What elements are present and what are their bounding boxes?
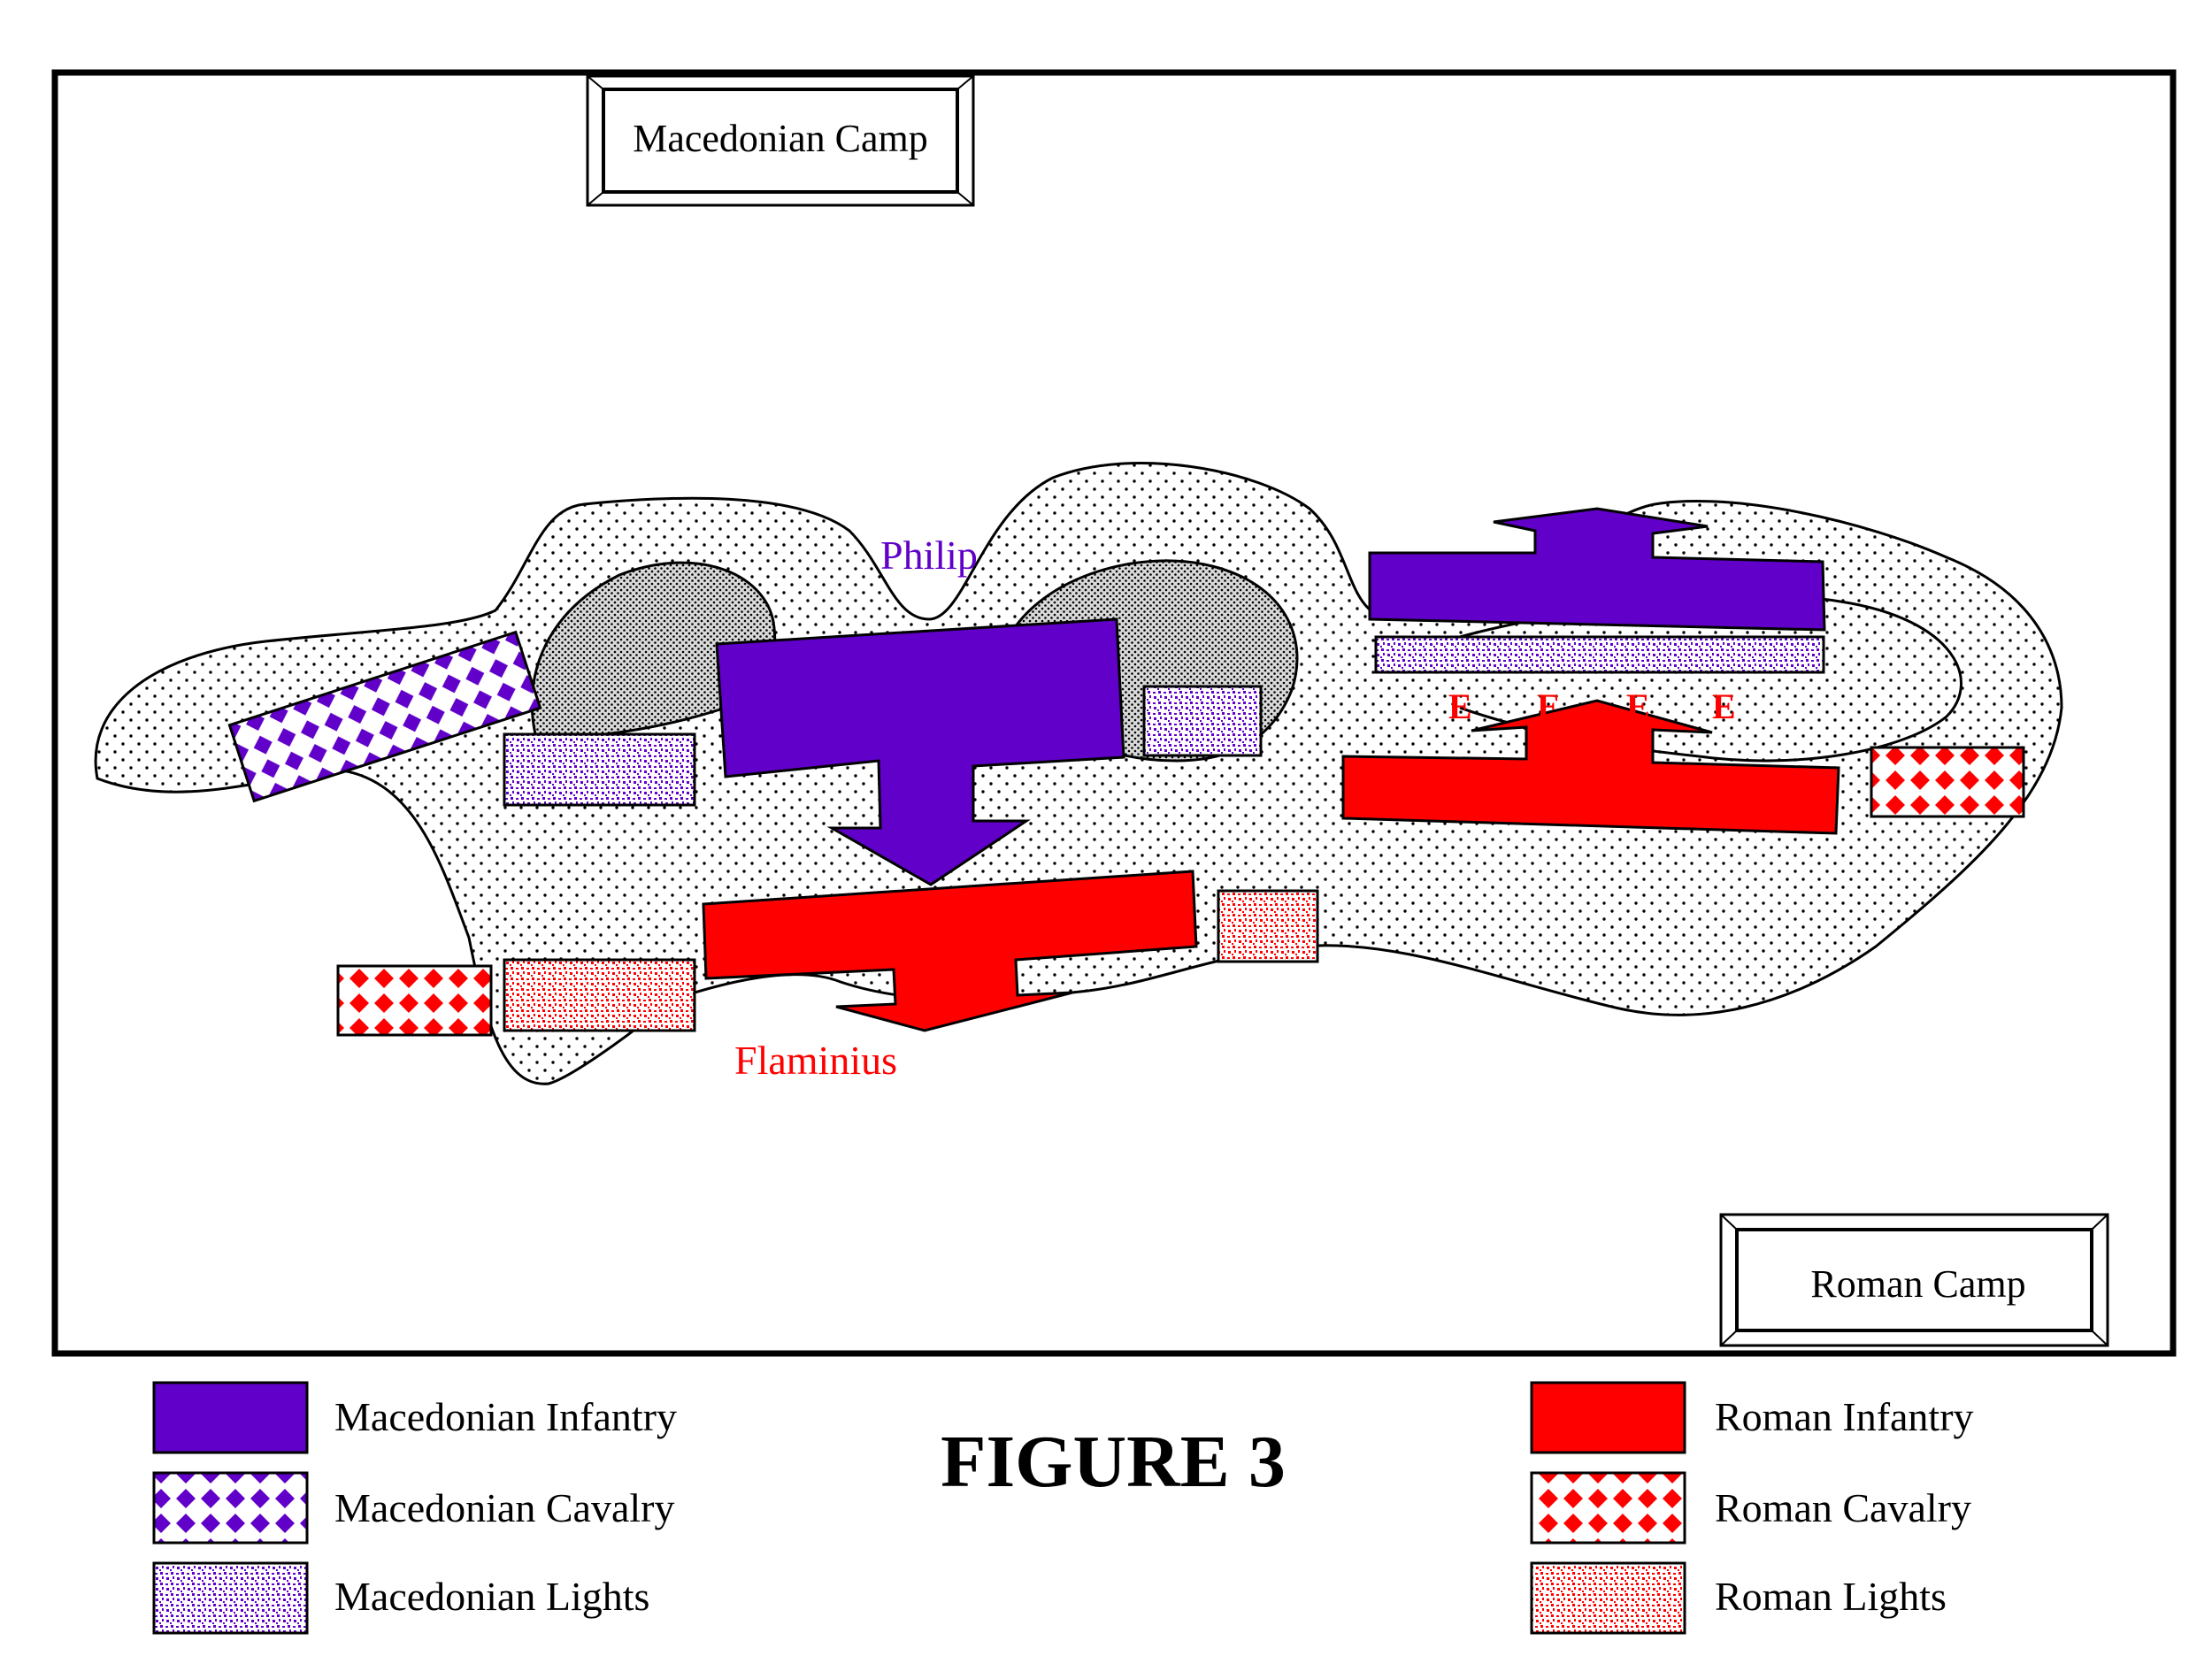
macedonian-infantry-advance [715, 617, 1125, 886]
legend-macedonian: Macedonian Infantry Macedonian Cavalry M… [152, 1381, 677, 1635]
roman-lights-unit [1217, 889, 1319, 963]
roman-infantry-advance [702, 870, 1198, 1032]
legend-label-roman-lights: Roman Lights [1715, 1574, 1947, 1619]
legend-swatch-roman-lights [1530, 1561, 1686, 1635]
legend-label-macedonian-cavalry: Macedonian Cavalry [334, 1485, 674, 1530]
roman-cavalry-unit [1870, 746, 2025, 818]
roman-cavalry-unit [336, 964, 493, 1037]
elephant-marker: E [1448, 686, 1472, 726]
roman-infantry-right [1341, 699, 1840, 835]
legend-swatch-roman-infantry [1530, 1381, 1686, 1454]
legend-swatch-macedonian-lights [152, 1561, 309, 1635]
elephant-marker: E [1626, 686, 1650, 726]
legend-label-macedonian-infantry: Macedonian Infantry [334, 1394, 677, 1439]
macedonian-camp: Macedonian Camp [586, 74, 975, 207]
macedonian-lights-unit [1142, 685, 1263, 757]
roman-camp-label: Roman Camp [1810, 1262, 2025, 1306]
legend-label-roman-infantry: Roman Infantry [1715, 1394, 1974, 1439]
legend-swatch-roman-cavalry [1530, 1471, 1686, 1545]
legend-swatch-macedonian-cavalry [152, 1471, 309, 1545]
legend-swatch-macedonian-infantry [152, 1381, 309, 1454]
macedonian-cavalry-unit [227, 630, 542, 803]
macedonian-camp-label: Macedonian Camp [633, 117, 928, 160]
legend-label-roman-cavalry: Roman Cavalry [1715, 1485, 1971, 1530]
macedonian-lights-unit [503, 732, 696, 807]
figure-title: FIGURE 3 [941, 1421, 1286, 1503]
elephant-marker: E [1712, 686, 1736, 726]
elephant-marker: E [1537, 686, 1561, 726]
hilltop-left [530, 561, 777, 739]
legend-label-macedonian-lights: Macedonian Lights [334, 1574, 649, 1619]
roman-lights-unit [503, 958, 696, 1032]
elephant-markers: E E E E [1448, 686, 1736, 726]
commander-flaminius-label: Flaminius [734, 1038, 897, 1083]
legend-roman: Roman Infantry Roman Cavalry Roman Light… [1530, 1381, 1974, 1635]
commander-philip-label: Philip [880, 533, 978, 578]
macedonian-infantry-right [1368, 507, 1826, 632]
roman-camp: Roman Camp [1719, 1213, 2109, 1347]
macedonian-lights-unit [1374, 635, 1825, 674]
